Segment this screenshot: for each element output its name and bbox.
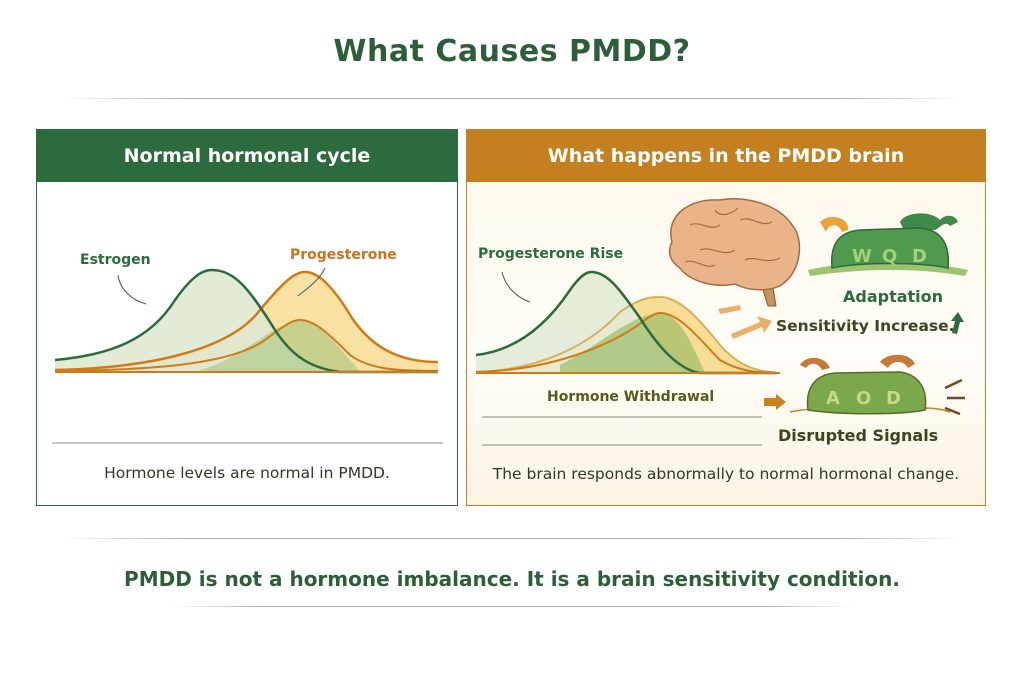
progesterone-curve-inner — [475, 311, 781, 374]
up-arrow-icon — [951, 312, 964, 334]
progesterone-curve-outer — [475, 295, 781, 374]
rise-pointer-icon — [501, 271, 531, 303]
estrogen-curve — [54, 268, 438, 374]
hormone-withdrawal-label: Hormone Withdrawal — [547, 389, 715, 405]
progesterone-curve-outer — [54, 270, 439, 372]
progesterone-rise-label: Progesterone Rise — [478, 246, 624, 262]
progesterone-label: Progesterone — [290, 247, 397, 263]
receptor-letter: A — [826, 388, 840, 409]
left-caption: Hormone levels are normal in PMDD. — [104, 464, 390, 482]
bottom-divider — [60, 538, 964, 539]
receptor-letter: D — [886, 388, 901, 409]
estrogen-pointer-icon — [117, 274, 147, 305]
arrow-icon — [764, 394, 786, 410]
receptor-letter: Q — [882, 246, 897, 267]
receptor-letter: O — [856, 388, 871, 409]
disrupted-receptor-icon: A O D — [789, 354, 951, 415]
progesterone-curve-inner — [54, 318, 439, 372]
conclusion-text: PMDD is not a hormone imbalance. It is a… — [124, 567, 900, 591]
disrupted-signals-label: Disrupted Signals — [778, 426, 939, 445]
arrow-icon — [731, 316, 772, 339]
panel-header: What happens in the PMDD brain — [467, 130, 985, 182]
overlap-area — [200, 320, 360, 372]
arrow-icon — [718, 305, 741, 314]
panel-header: Normal hormonal cycle — [37, 130, 457, 182]
right-caption: The brain responds abnormally to normal … — [492, 465, 960, 483]
sensitivity-increase-label: Sensitivity Increase. — [776, 317, 955, 335]
brain-icon — [668, 198, 801, 307]
title-divider — [60, 98, 964, 99]
receptor-letter: W — [852, 246, 872, 267]
bottom-underline — [170, 606, 854, 607]
receptor-letter: D — [912, 246, 927, 267]
adaptation-label: Adaptation — [843, 287, 944, 306]
overlap-area — [560, 313, 705, 373]
progesterone-pointer-icon — [297, 267, 326, 297]
estrogen-label: Estrogen — [80, 252, 151, 268]
adaptation-receptor-icon: W Q D — [808, 213, 968, 276]
disruption-lines-icon — [944, 378, 965, 416]
estrogen-curve — [475, 270, 776, 375]
page-title: What Causes PMDD? — [333, 34, 691, 69]
